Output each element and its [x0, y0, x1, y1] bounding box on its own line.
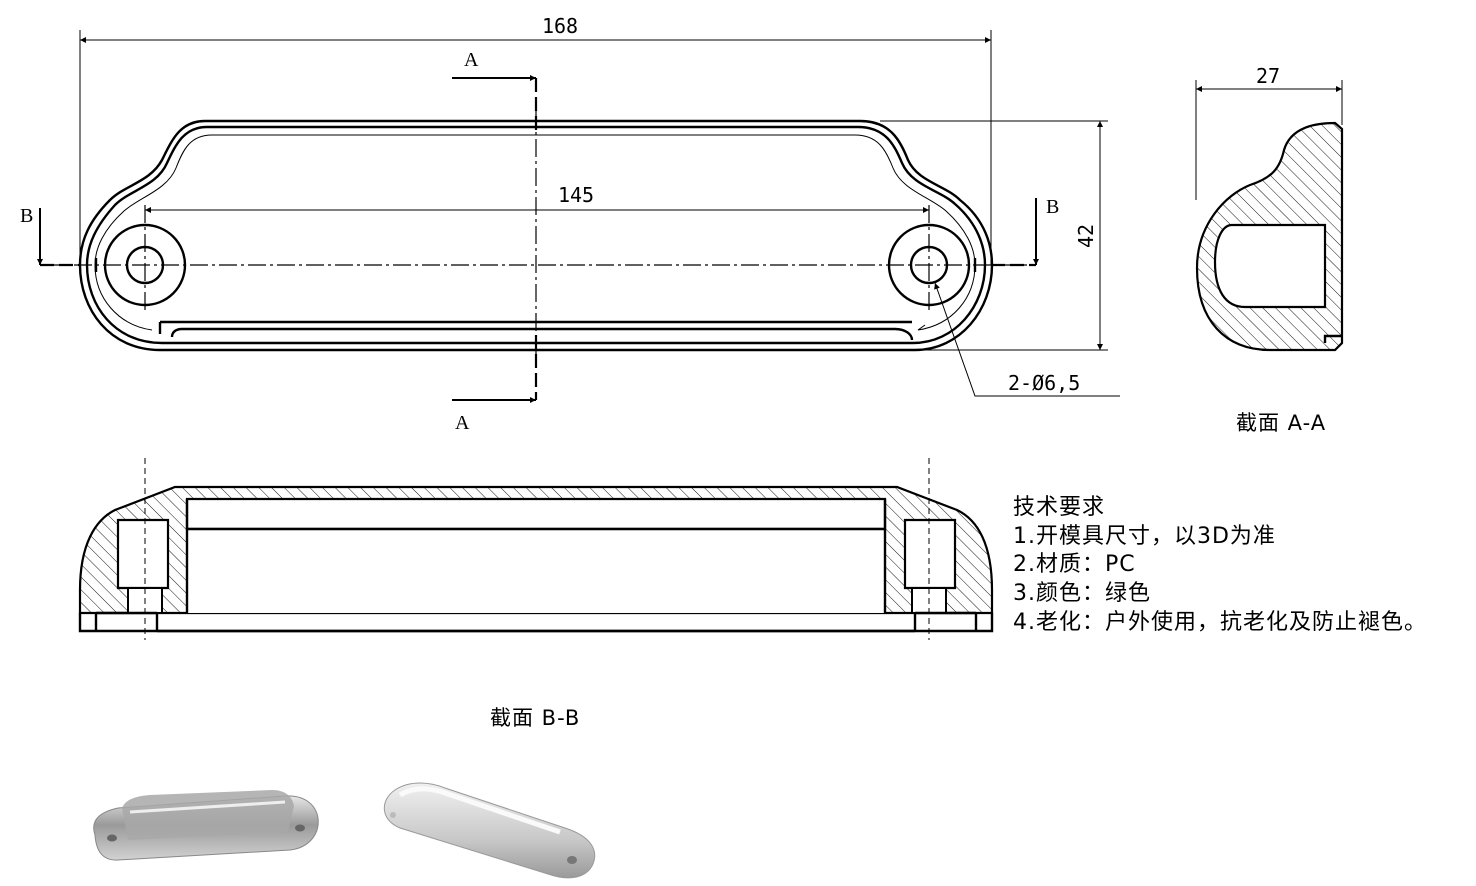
requirement-item: 2.材质：PC [1013, 552, 1136, 577]
section-a-a-view: 27 截面 A-A [1195, 64, 1344, 435]
render-3d-top [383, 782, 596, 879]
hole-callout: 2-Ø6,5 [1008, 371, 1080, 395]
dimension-27: 27 [1256, 64, 1280, 88]
dimension-42: 42 [1074, 224, 1098, 248]
technical-requirements: 技术要求 1.开模具尺寸，以3D为准 2.材质：PC 3.颜色：绿色 4.老化：… [1013, 495, 1427, 635]
section-b-b-view: 截面 B-B [78, 458, 994, 730]
section-a-label-top: A [464, 49, 479, 71]
requirement-item: 1.开模具尺寸，以3D为准 [1013, 524, 1276, 549]
section-a-a-profile [1195, 121, 1344, 352]
hole-callout-leader [934, 282, 1120, 397]
section-a-label-bottom: A [455, 412, 470, 434]
top-view: 168 145 42 2-Ø6,5 [20, 14, 1120, 434]
requirement-item: 4.老化：户外使用，抗老化及防止褪色。 [1013, 610, 1427, 635]
requirements-title: 技术要求 [1013, 495, 1105, 520]
section-b-label-left: B [20, 205, 33, 227]
render-3d-bottom [93, 790, 319, 861]
handle-outer-outline [78, 119, 994, 352]
dimension-145: 145 [558, 183, 594, 207]
section-b-b-caption: 截面 B-B [490, 706, 580, 730]
section-a-a-caption: 截面 A-A [1236, 411, 1326, 435]
dimension-168: 168 [542, 14, 578, 38]
section-b-label-right: B [1046, 196, 1059, 218]
requirement-item: 3.颜色：绿色 [1013, 581, 1151, 606]
